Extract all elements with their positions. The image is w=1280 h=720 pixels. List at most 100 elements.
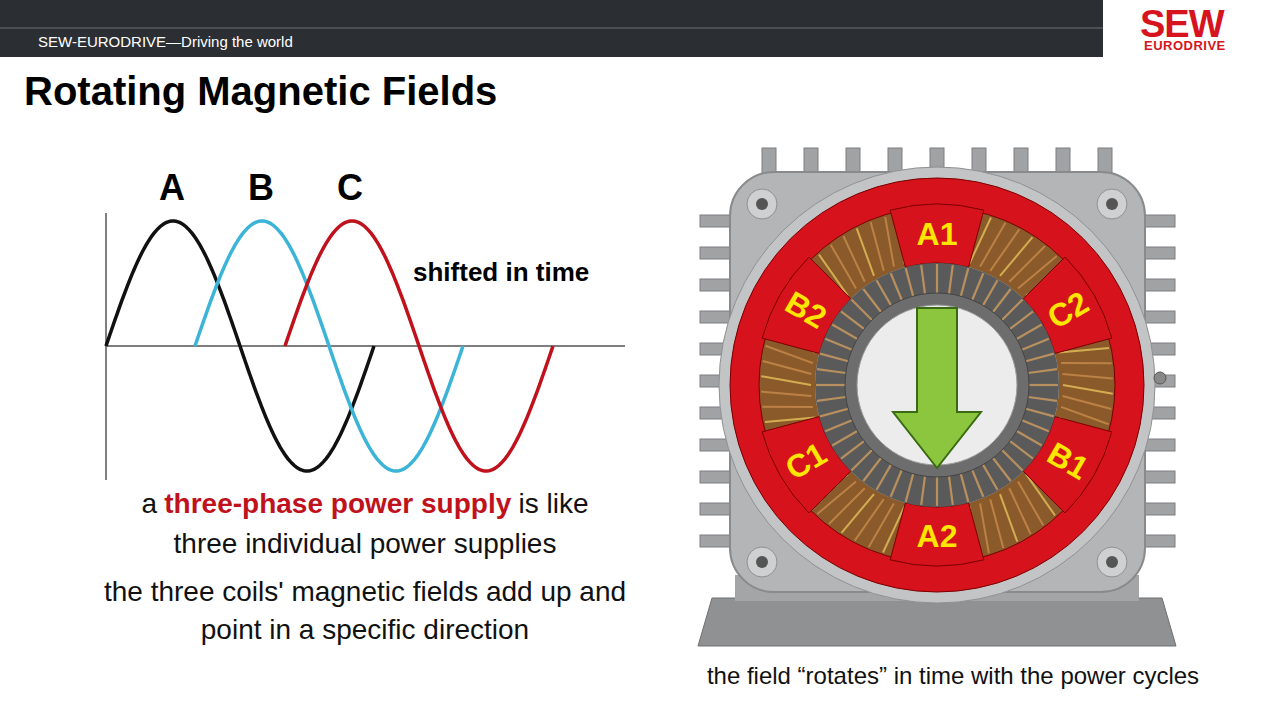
stator-slot <box>1017 431 1042 446</box>
winding-wire <box>829 488 865 524</box>
stator-slot <box>816 384 845 386</box>
stator-slot <box>983 280 998 305</box>
winding-wire <box>762 406 813 408</box>
pole-label: B2 <box>769 276 844 343</box>
stator-slot <box>993 289 1011 312</box>
stator-slot <box>851 450 872 471</box>
stator-slot <box>1026 409 1054 417</box>
body-text: a <box>141 488 157 519</box>
stator-slot <box>817 369 846 373</box>
stator-slot <box>936 477 938 506</box>
housing-face <box>719 167 1155 603</box>
winding-wire <box>871 222 884 271</box>
bolt-hole <box>756 198 768 210</box>
caption-text: the field “rotates” in time with the pow… <box>640 662 1266 691</box>
body-text: the three coils' magnetic fields add up … <box>75 573 655 649</box>
logo-text: EURODRIVE <box>1144 38 1254 54</box>
stator-slot <box>921 476 925 505</box>
stator-slot <box>851 299 872 320</box>
winding-wire <box>1063 385 1113 394</box>
winding-wire <box>1009 246 1045 282</box>
x-axis <box>106 345 625 347</box>
stator-slot <box>891 273 902 300</box>
winding-wire <box>869 503 894 547</box>
bolt-boss <box>747 189 777 219</box>
stator-slot <box>949 476 953 505</box>
winding-wire <box>1063 396 1112 409</box>
bolt-hole <box>756 556 768 568</box>
winding-wire <box>980 223 1005 267</box>
pole-shoe <box>890 204 984 267</box>
stator-slot <box>832 325 857 340</box>
stator-slot <box>832 431 857 446</box>
winding-wire <box>990 499 1003 548</box>
stator-slot <box>820 354 848 362</box>
stator-slot <box>1026 354 1054 362</box>
body-text: three individual power supplies <box>85 527 645 561</box>
stator-slot <box>863 289 881 312</box>
header-bar <box>0 0 1103 57</box>
stator-slot <box>972 273 983 300</box>
stator-slot <box>825 420 852 431</box>
winding-wire <box>761 376 811 385</box>
stator-slot <box>906 474 914 502</box>
stator-slot <box>1022 420 1049 431</box>
pole-label: C2 <box>1030 276 1105 343</box>
stator-slot <box>1002 450 1023 471</box>
pole-shoe <box>890 503 984 566</box>
stator-slot <box>993 458 1011 481</box>
stator-slot <box>1028 369 1057 373</box>
bolt-boss <box>1097 189 1127 219</box>
stator-slot <box>906 268 914 296</box>
stator-slot <box>1010 441 1033 459</box>
winding-wire <box>1000 494 1017 542</box>
bolt-hole <box>1106 198 1118 210</box>
winding-wire <box>1063 374 1113 378</box>
motor-illustration <box>698 148 1176 646</box>
stator-slot <box>841 441 864 459</box>
pole-label: C1 <box>769 427 844 494</box>
stator-slot <box>983 465 998 490</box>
motor-base <box>698 598 1176 646</box>
winding-wire <box>990 229 1019 270</box>
header-rule <box>0 28 1103 29</box>
phase-label: C <box>320 166 380 209</box>
stator-slot <box>817 397 846 401</box>
winding-wire <box>1061 362 1112 364</box>
stator-slot <box>1022 339 1049 350</box>
bolt-boss <box>747 547 777 577</box>
bolt-hole <box>1106 556 1118 568</box>
stator-slot <box>949 265 953 294</box>
field-arrow <box>893 308 981 468</box>
header-text: SEW-EURODRIVE—Driving the world <box>38 33 438 51</box>
bolt-boss <box>1097 547 1127 577</box>
winding-wire <box>841 494 874 533</box>
note-text: shifted in time <box>413 257 653 288</box>
sentence-line: athree-phase power supplyis like <box>85 487 645 521</box>
winding-wire <box>761 392 811 396</box>
phase-label: B <box>231 166 291 209</box>
stator-teeth <box>845 293 1029 477</box>
stator-slot <box>921 265 925 294</box>
stator-slot <box>1029 384 1058 386</box>
winding-wire <box>763 361 812 374</box>
stator-slot <box>863 458 881 481</box>
phase-label: A <box>142 166 202 209</box>
stator-slot <box>1017 325 1042 340</box>
stator-slot <box>877 280 892 305</box>
stator-slot <box>1002 299 1023 320</box>
stator-slot <box>1010 311 1033 329</box>
pole-label: B1 <box>1030 427 1105 494</box>
winding-wire <box>855 499 884 540</box>
stator-slot <box>820 409 848 417</box>
stator-core <box>815 263 1059 507</box>
terminal-stud <box>1154 372 1166 384</box>
stator-slot <box>972 470 983 497</box>
stator-slot <box>961 474 969 502</box>
stator-slot <box>891 470 902 497</box>
stator-slot <box>936 264 938 293</box>
winding-wire <box>885 217 894 267</box>
stator-ring <box>730 178 1144 592</box>
pole-label: A2 <box>905 516 969 556</box>
